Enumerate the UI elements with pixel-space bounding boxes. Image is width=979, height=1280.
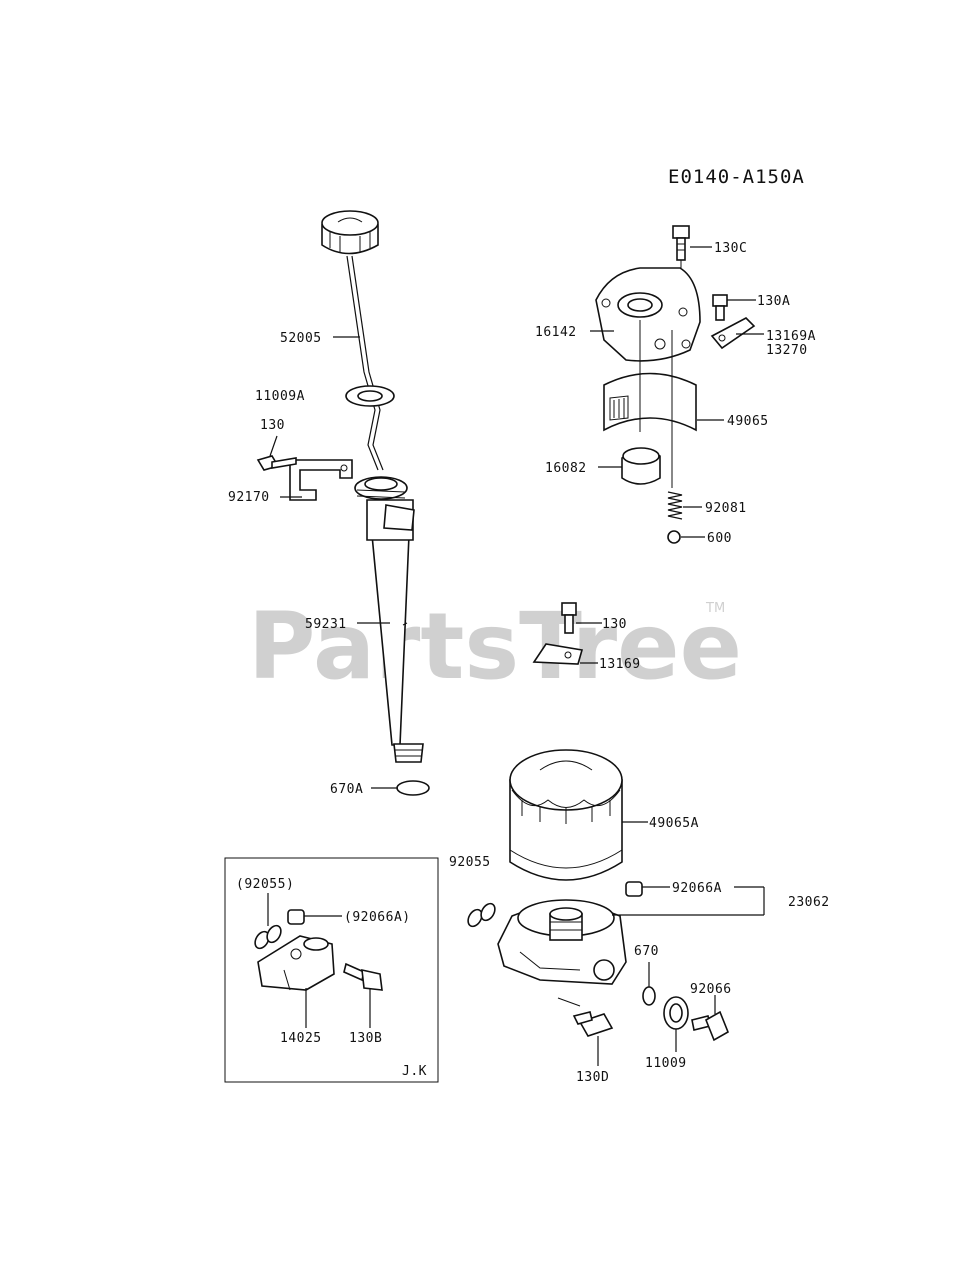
oil-filter-49065A[interactable] — [509, 749, 623, 881]
ball-600[interactable] — [667, 530, 681, 544]
o-ring-670[interactable] — [642, 986, 656, 1006]
callout-16142: 16142 — [535, 325, 577, 340]
callout-130-left: 130 — [260, 418, 285, 433]
callout-49065A: 49065A — [649, 816, 699, 831]
callout-92170: 92170 — [228, 490, 270, 505]
inset-plug-92066A[interactable] — [287, 909, 305, 925]
callout-49065: 49065 — [727, 414, 769, 429]
rotor-housing-49065[interactable] — [603, 372, 697, 432]
dipstick-rod[interactable] — [346, 255, 384, 471]
callout-23062: 23062 — [788, 895, 830, 910]
callout-13270: 13270 — [766, 343, 808, 358]
callout-670A: 670A — [330, 782, 363, 797]
dipstick-tube-59231[interactable] — [354, 476, 424, 763]
callout-13169: 13169 — [599, 657, 641, 672]
dipstick-washer-11009A[interactable] — [345, 385, 395, 407]
callout-600: 600 — [707, 531, 732, 546]
plate-13169A[interactable] — [710, 317, 756, 350]
callout-92066A-inset: (92066A) — [344, 910, 411, 925]
o-rings-92055[interactable] — [465, 901, 497, 929]
o-ring-670A[interactable] — [396, 780, 430, 796]
filter-mount-23062[interactable] — [497, 899, 627, 985]
callout-13169A: 13169A — [766, 329, 816, 344]
bolt-130-left[interactable] — [256, 455, 297, 471]
spring-92081[interactable] — [667, 491, 683, 520]
rotor-16082[interactable] — [621, 447, 661, 485]
callout-130A: 130A — [757, 294, 790, 309]
callout-92055: 92055 — [449, 855, 491, 870]
dipstick-cap[interactable] — [321, 210, 379, 255]
callout-130-mid: 130 — [602, 617, 627, 632]
watermark: PartsTree — [248, 593, 742, 700]
diagram-code: E0140-A150A — [668, 166, 805, 188]
clamp-92170[interactable] — [289, 459, 353, 501]
callout-11009: 11009 — [645, 1056, 687, 1071]
callout-52005: 52005 — [280, 331, 322, 346]
callout-16082: 16082 — [545, 461, 587, 476]
plug-92066A[interactable] — [625, 881, 643, 897]
bolt-130B[interactable] — [343, 962, 383, 991]
cover-16142[interactable] — [595, 267, 701, 362]
callout-670: 670 — [634, 944, 659, 959]
plate-13169[interactable] — [532, 643, 584, 665]
callout-130C: 130C — [714, 241, 747, 256]
inset-label: J.K — [402, 1064, 427, 1079]
callout-130D: 130D — [576, 1070, 609, 1085]
washer-11009[interactable] — [663, 996, 689, 1030]
callout-92055-inset: (92055) — [236, 877, 294, 892]
inset-box — [224, 857, 439, 1083]
callout-92081: 92081 — [705, 501, 747, 516]
inset-o-rings-92055[interactable] — [252, 923, 283, 951]
callout-59231: 59231 — [305, 617, 347, 632]
bolt-92066[interactable] — [691, 1010, 730, 1042]
callout-11009A: 11009A — [255, 389, 305, 404]
bolt-130A[interactable] — [712, 294, 728, 321]
bolt-130-mid[interactable] — [561, 602, 577, 634]
callout-92066A: 92066A — [672, 881, 722, 896]
callout-92066: 92066 — [690, 982, 732, 997]
callout-130B: 130B — [349, 1031, 382, 1046]
block-14025[interactable] — [257, 935, 335, 991]
callout-14025: 14025 — [280, 1031, 322, 1046]
watermark-trademark: TM — [705, 601, 725, 616]
bolt-130D[interactable] — [557, 997, 614, 1037]
